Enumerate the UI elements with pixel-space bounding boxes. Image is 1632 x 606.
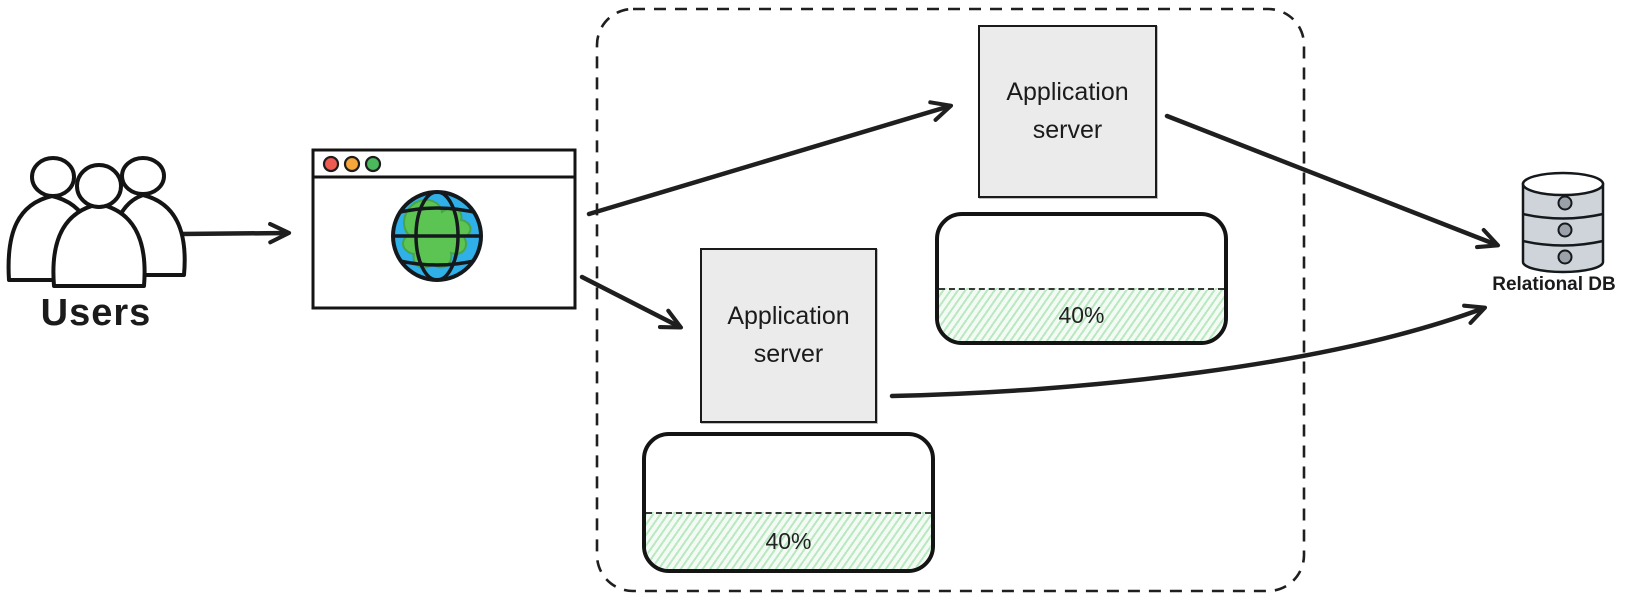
person-head <box>75 163 123 209</box>
arrow-app-server-bottom-to-db <box>889 303 1488 399</box>
traffic-light-red-icon <box>322 155 340 173</box>
browser-window-icon <box>311 148 577 310</box>
database-dot <box>1557 249 1573 265</box>
app-server-top-label: Application server <box>1006 78 1129 144</box>
database-cylinder-icon <box>1521 171 1605 274</box>
database-top-ellipse <box>1521 171 1605 197</box>
app-server-bottom-utilization-value: 40% <box>646 512 931 569</box>
users-label: Users <box>40 292 152 334</box>
app-server-top-node: Application server <box>978 25 1157 198</box>
database-dot <box>1557 195 1573 211</box>
person-head <box>120 156 166 196</box>
arrow-browser-to-app-server-top <box>586 100 954 217</box>
relational-db-label: Relational DB <box>1492 274 1616 295</box>
globe-icon <box>391 190 483 282</box>
connector-arrows <box>177 100 1501 399</box>
server-cluster-dashed-boundary <box>595 7 1306 593</box>
arrow-app-server-top-to-db <box>1164 113 1501 250</box>
app-server-top-utilization-gauge: 40% <box>935 212 1228 345</box>
database-section-divider <box>1522 212 1604 220</box>
app-server-bottom-label: Application server <box>727 302 850 368</box>
people-group-icon <box>6 156 187 288</box>
arrow-users-to-browser <box>177 221 292 245</box>
database-section-divider <box>1522 239 1604 247</box>
app-server-bottom-node: Application server <box>700 248 877 423</box>
app-server-bottom-utilization-gauge: 40% <box>642 432 935 573</box>
person-head <box>30 156 76 198</box>
app-server-top-utilization-value: 40% <box>939 287 1224 341</box>
database-dot <box>1557 222 1573 238</box>
arrow-browser-to-app-server-bottom <box>579 274 683 330</box>
traffic-light-yellow-icon <box>343 155 361 173</box>
traffic-light-green-icon <box>364 155 382 173</box>
